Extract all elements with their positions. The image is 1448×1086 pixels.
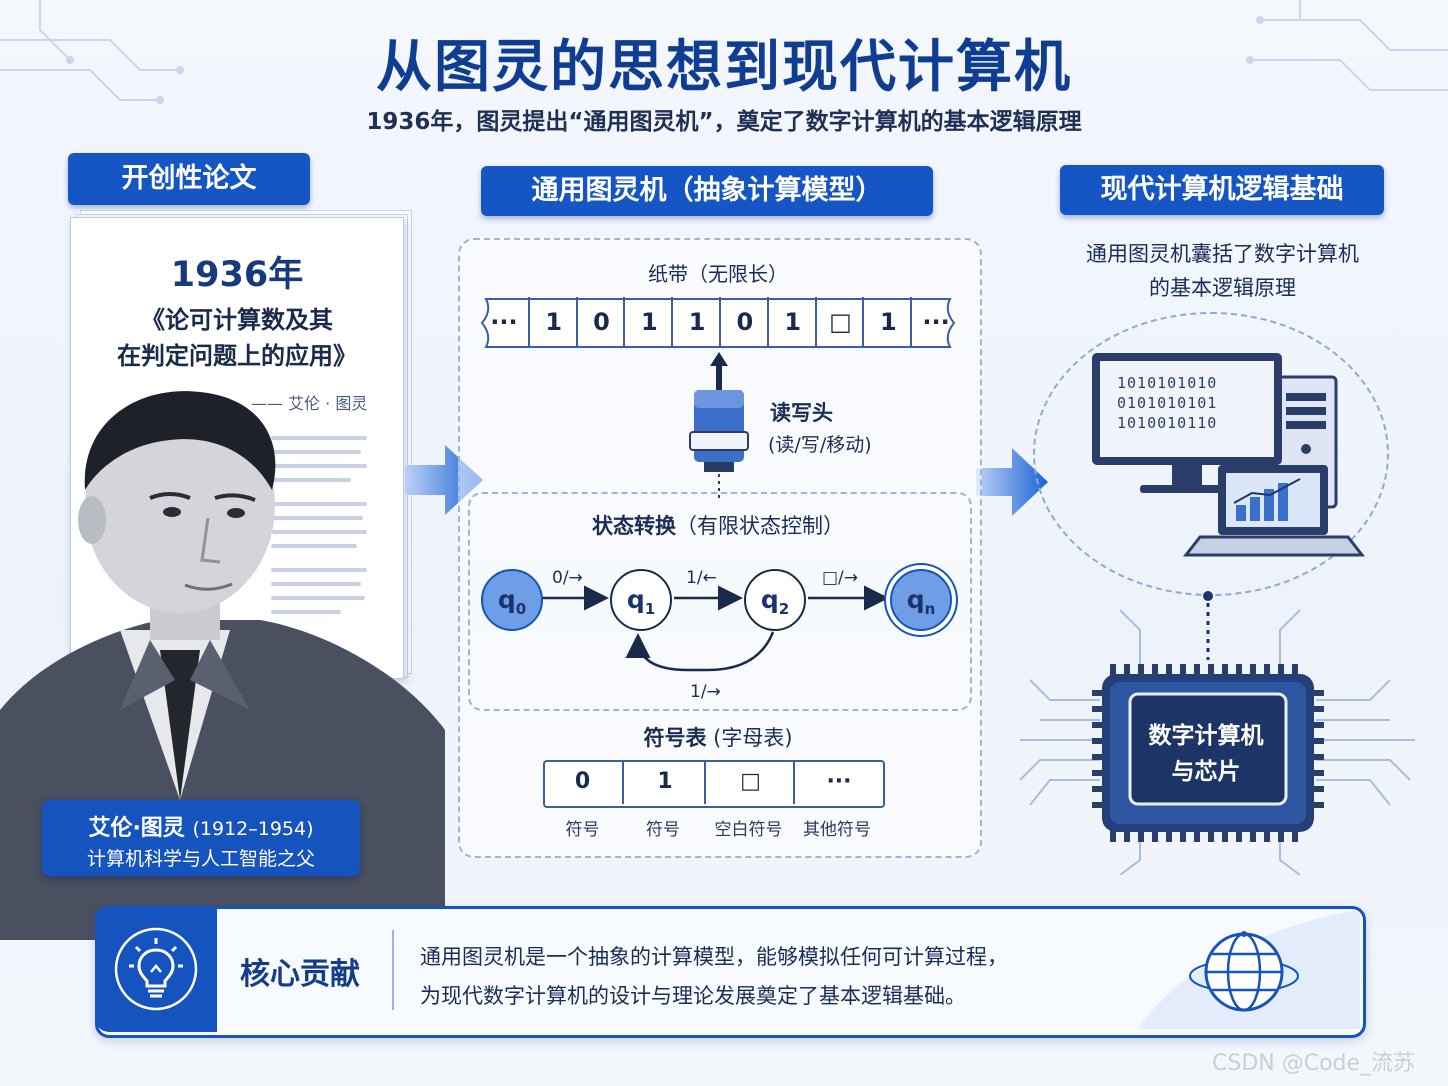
alphabet-symbol: □	[704, 760, 795, 804]
core-text-line1: 通用图灵机是一个抽象的计算模型，能够模拟任何可计算过程，	[420, 945, 1008, 969]
text-line	[271, 436, 367, 440]
state-node-sub: 2	[778, 600, 790, 618]
core-divider	[392, 930, 394, 1010]
tape-cell: ···	[490, 308, 518, 336]
tape-cell: ···	[910, 297, 960, 347]
core-contribution-bar	[95, 906, 1366, 1038]
read-head-label: 读写头	[770, 401, 833, 425]
state-node-main: q	[760, 585, 779, 614]
name-card: 艾伦·图灵 (1912–1954) 计算机科学与人工智能之父	[42, 800, 360, 876]
state-edges	[542, 585, 889, 672]
core-text-line2: 为现代数字计算机的设计与理论发展奠定了基本逻辑基础。	[420, 984, 966, 1008]
person-years: (1912–1954)	[192, 818, 314, 840]
state-node-main: q	[497, 585, 516, 614]
transition-label: 0/→	[552, 568, 583, 588]
state-label-main: 状态转换	[592, 514, 676, 538]
screen-binary: 1010101010 0101010101 1010010110	[1117, 373, 1242, 433]
read-head-sublabel: (读/写/移动)	[768, 434, 872, 456]
tape-cell: 0	[719, 297, 769, 347]
chip-label-line1: 数字计算机	[1148, 723, 1264, 749]
text-line	[271, 544, 357, 548]
alphabet-label: 符号表 (字母表)	[458, 722, 978, 752]
tape-cell: 1	[527, 297, 578, 347]
person-description: 计算机科学与人工智能之父	[86, 848, 315, 870]
state-transition-panel	[468, 492, 972, 711]
paper-year: 1936年	[170, 255, 304, 295]
section-header-paper: 开创性论文	[68, 153, 310, 205]
paper-author: —— 艾伦 · 图灵	[251, 394, 368, 413]
core-icon-panel	[95, 906, 217, 1032]
core-title: 核心贡献	[240, 957, 360, 992]
alphabet-symbol: 1	[622, 760, 706, 804]
alphabet-caption: 空白符号	[714, 820, 783, 840]
screen-line: 1010010110	[1117, 414, 1218, 432]
text-line	[271, 582, 361, 586]
screen-line: 0101010101	[1117, 394, 1218, 412]
state-node-sub: 1	[644, 600, 656, 618]
text-line	[271, 502, 367, 506]
text-line	[271, 568, 367, 572]
lightbulb-icon	[114, 927, 198, 1011]
tape-label: 纸带（无限长）	[648, 262, 788, 286]
text-line	[271, 516, 363, 520]
computer-icon	[1092, 353, 1366, 557]
paper-title-line1: 《论可计算数及其	[141, 306, 333, 334]
text-line	[271, 610, 341, 614]
alphabet-caption: 符号	[565, 820, 600, 840]
chip-label-line2: 与芯片	[1171, 759, 1241, 785]
page-title: 从图灵的思想到现代计算机	[376, 35, 1072, 100]
alphabet-caption: 其他符号	[803, 820, 871, 840]
tape-cell: 1	[766, 297, 817, 347]
globe-icon	[1189, 931, 1299, 1012]
state-node-q1: q1	[610, 569, 672, 631]
state-node-sub: 0	[515, 600, 527, 618]
state-node-sub: n	[924, 600, 936, 618]
right-description-line1: 通用图灵机囊括了数字计算机	[1086, 242, 1359, 266]
paper-title-line2: 在判定问题上的应用》	[117, 342, 357, 370]
section-header-modern-computer: 现代计算机逻辑基础	[1060, 165, 1384, 215]
text-line	[271, 464, 367, 468]
right-description-line2: 的基本逻辑原理	[1149, 276, 1296, 300]
chip-icon	[1019, 591, 1415, 875]
state-label-rest: （有限状态控制）	[676, 514, 844, 538]
state-transition-label: 状态转换（有限状态控制）	[468, 510, 968, 540]
text-line	[271, 596, 365, 600]
tape-cell: 1	[671, 297, 721, 347]
alphabet-table	[543, 760, 885, 808]
section-header-turing-machine: 通用图灵机（抽象计算模型）	[481, 166, 933, 216]
state-node-q0: q0	[481, 569, 543, 631]
tape-cell: □	[814, 297, 865, 347]
state-node-q2: q2	[744, 569, 806, 631]
person-name-line: 艾伦·图灵 (1912–1954)	[42, 810, 360, 842]
alphabet-label-rest: (字母表)	[713, 726, 793, 750]
state-node-main: q	[626, 585, 645, 614]
state-node-qn: qn	[890, 569, 952, 631]
text-line	[271, 450, 361, 454]
alphabet-label-main: 符号表	[643, 726, 707, 750]
watermark: CSDN @Code_流苏	[1212, 1051, 1416, 1076]
text-line	[271, 530, 367, 534]
person-name: 艾伦·图灵	[88, 816, 185, 841]
transition-label: □/→	[822, 568, 859, 588]
alphabet-symbol: ···	[793, 760, 883, 804]
transition-label: 1/←	[686, 568, 717, 588]
transition-label: 1/→	[690, 682, 721, 702]
state-node-main: q	[906, 585, 925, 614]
arrow-right-icon	[976, 448, 1048, 516]
tape-cell: 0	[575, 297, 626, 347]
page-subtitle: 1936年，图灵提出“通用图灵机”，奠定了数字计算机的基本逻辑原理	[366, 109, 1082, 135]
screen-line: 1010101010	[1117, 374, 1218, 392]
read-write-head-icon	[689, 352, 749, 498]
tape-cell: 1	[862, 297, 912, 347]
alphabet-symbol: 0	[574, 769, 591, 794]
tape-strip	[480, 298, 956, 348]
tape-cell: 1	[623, 297, 673, 347]
text-line	[271, 478, 351, 482]
alphabet-caption: 符号	[646, 820, 680, 840]
